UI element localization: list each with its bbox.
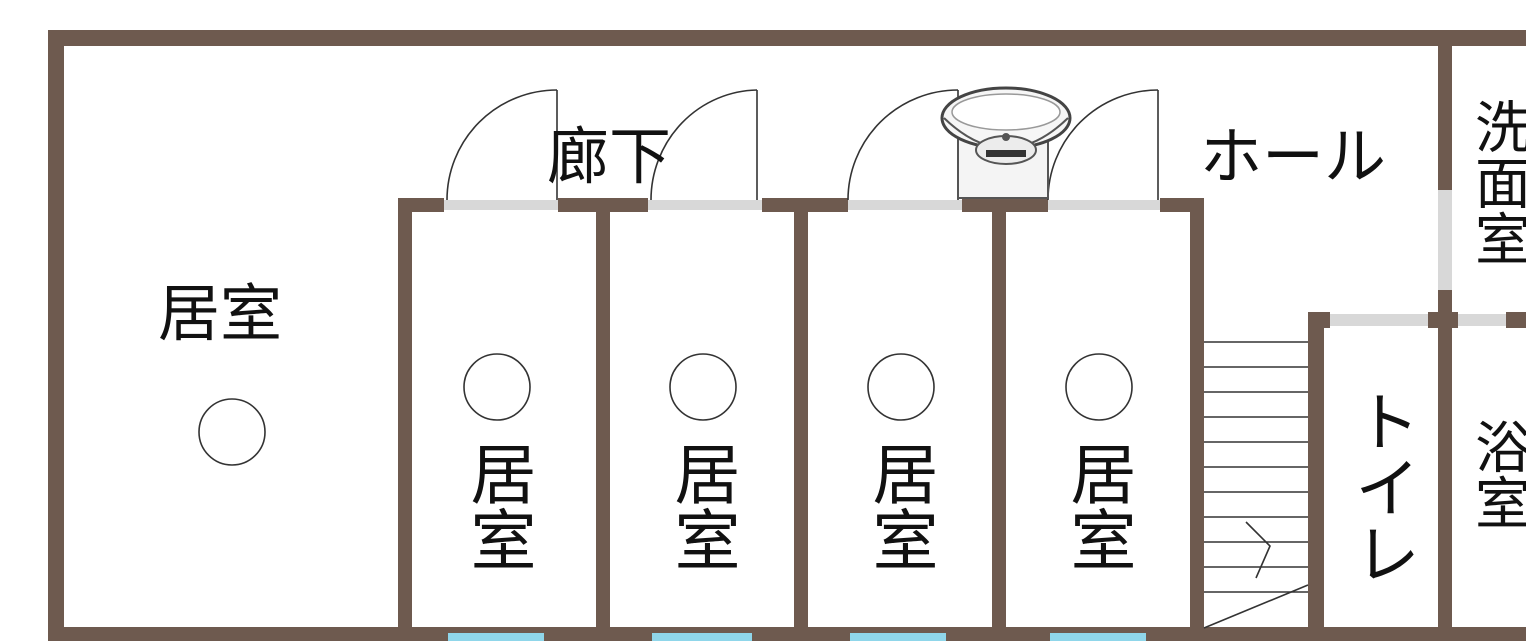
room-label-room-2: 居室 [664, 440, 741, 572]
room-label-room-3: 居室 [862, 440, 939, 572]
circle-marker [867, 353, 935, 421]
room-label-washroom: 洗面室 [1466, 98, 1526, 266]
stair-direction-arrow [1245, 521, 1271, 579]
circle-marker [198, 398, 266, 466]
door-swings [446, 89, 1159, 201]
toilet-walls [1308, 312, 1428, 641]
circle-marker [1065, 353, 1133, 421]
bottom-windows [448, 633, 1146, 641]
room-label-hallway: 廊下 [547, 120, 671, 193]
staircase [1203, 341, 1309, 629]
outer-walls [48, 30, 1526, 641]
washroom-walls [1428, 30, 1526, 641]
circle-markers [198, 353, 1133, 466]
circle-marker [669, 353, 737, 421]
room-label-living-left: 居室 [158, 277, 282, 350]
room-label-room-1: 居室 [460, 440, 537, 572]
circle-marker [463, 353, 531, 421]
room-label-bathroom: 浴室 [1466, 418, 1526, 530]
room-label-hall: ホール [1200, 120, 1386, 193]
room-label-room-4: 居室 [1060, 440, 1137, 572]
smoke-detector-icon [940, 86, 1072, 199]
rooms-vertical-walls [398, 198, 1204, 641]
room-label-toilet: トイレ [1344, 388, 1421, 586]
